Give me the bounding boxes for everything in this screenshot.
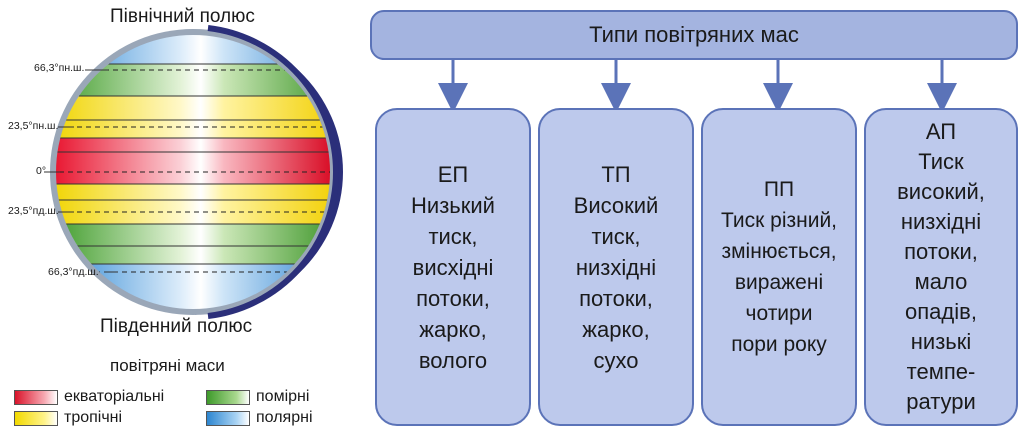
card-line: низхідні: [900, 209, 982, 234]
band-equatorial: [56, 138, 330, 184]
band-temperate-south: [56, 224, 330, 264]
legend-swatch-temperate: [206, 389, 250, 405]
band-temperate-north: [56, 74, 330, 96]
card-line: чотири: [745, 302, 813, 325]
card-line: сухо: [593, 347, 639, 373]
lat-label-66n: 66,3°пн.ш.: [34, 62, 85, 74]
legend-title: повітряні маси: [110, 356, 225, 375]
card-line: жарко,: [582, 316, 650, 342]
card-line: низхідні: [575, 254, 657, 280]
card-code: АП: [925, 119, 957, 144]
legend-item-polar: полярні: [206, 409, 313, 427]
band-tropical-south: [56, 184, 330, 224]
card-line: тиск,: [428, 223, 478, 249]
card-line: тиск,: [591, 223, 641, 249]
card-ap: АП Тиск високий, низхідні потоки, мало о…: [864, 108, 1018, 426]
card-line: потоки,: [579, 285, 653, 311]
globe-night-arc: [207, 25, 339, 319]
card-line: Високий: [573, 192, 659, 218]
card-line: змінюється,: [721, 240, 837, 263]
lat-label-23n: 23,5°пн.ш.: [8, 120, 59, 132]
air-mass-types-header: Типи повітряних мас: [370, 10, 1018, 60]
lat-label-66s: 66,3°пд.ш.: [48, 266, 99, 278]
card-code: ПП: [763, 178, 795, 201]
card-code: ЕП: [437, 161, 469, 187]
card-tp: ТП Високий тиск, низхідні потоки, жарко,…: [538, 108, 694, 426]
card-line: мало: [914, 269, 968, 294]
north-pole-label: Північний полюс: [110, 6, 255, 27]
card-line: волого: [418, 347, 488, 373]
card-pp: ПП Тиск різний, змінюється, виражені чот…: [701, 108, 857, 426]
legend-label-temperate: помірні: [256, 388, 310, 405]
card-line: потоки,: [904, 239, 978, 264]
south-pole-label: Південний полюс: [100, 316, 253, 337]
legend-item-temperate: помірні: [206, 388, 309, 406]
card-line: висхідні: [412, 254, 494, 280]
globe-illustration: [44, 25, 343, 319]
legend-label-tropical: тропічні: [64, 409, 123, 426]
legend-label-equatorial: екваторіальні: [64, 388, 165, 405]
band-tropical-north: [56, 96, 330, 120]
lat-label-23s: 23,5°пд.ш.: [8, 205, 59, 217]
card-code: ТП: [601, 161, 631, 187]
card-line: ратури: [906, 389, 976, 414]
legend-item-tropical: тропічні: [14, 409, 122, 427]
card-line: високий,: [897, 179, 985, 204]
legend-swatch-equatorial: [14, 389, 58, 405]
card-line: темпе-: [906, 359, 976, 384]
card-line: виражені: [734, 271, 824, 294]
lat-label-equator: 0°: [36, 165, 47, 177]
legend-swatch-tropical: [14, 410, 58, 426]
card-line: Тиск різний,: [720, 209, 838, 232]
legend-label-polar: полярні: [256, 409, 313, 426]
card-line: потоки,: [416, 285, 490, 311]
header-title: Типи повітряних мас: [589, 22, 799, 47]
card-line: Низький: [411, 192, 495, 218]
card-line: Тиск: [918, 149, 964, 174]
card-line: низькі: [910, 329, 972, 354]
card-ep: ЕП Низький тиск, висхідні потоки, жарко,…: [375, 108, 531, 426]
card-line: опадів,: [905, 299, 977, 324]
legend-swatch-polar: [206, 410, 250, 426]
card-line: жарко,: [419, 316, 487, 342]
legend-item-equatorial: екваторіальні: [14, 388, 164, 406]
card-line: пори року: [731, 333, 827, 356]
